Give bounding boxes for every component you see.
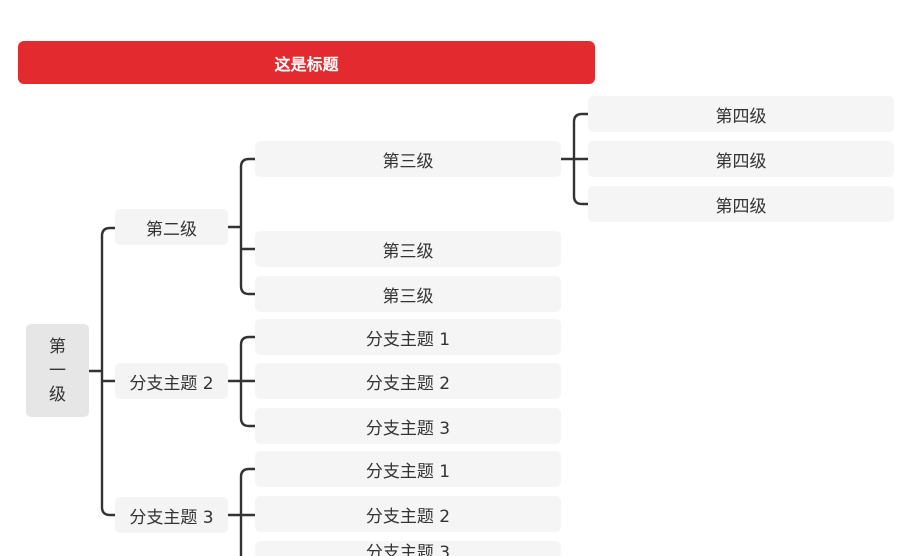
level2-node-2[interactable]: 分支主题 2	[115, 363, 228, 399]
level3-node-2-3[interactable]: 分支主题 3	[255, 408, 561, 444]
node-label: 第三级	[382, 286, 434, 307]
connector-group3	[226, 467, 257, 556]
level3-node-1-1[interactable]: 第三级	[255, 141, 561, 177]
node-label: 分支主题 3	[365, 543, 451, 556]
title-text: 这是标题	[274, 54, 339, 74]
title-bar[interactable]: 这是标题	[18, 41, 595, 84]
level4-node-1[interactable]: 第四级	[588, 96, 894, 132]
level3-node-3-1[interactable]: 分支主题 1	[255, 451, 561, 487]
root-char-3: 级	[49, 384, 66, 405]
node-label: 第四级	[715, 151, 767, 172]
node-label: 分支主题 1	[365, 329, 451, 350]
level4-node-2[interactable]: 第四级	[588, 141, 894, 177]
level2-node-1[interactable]: 第二级	[115, 209, 228, 245]
connector-group2	[226, 335, 257, 428]
node-label: 分支主题 3	[129, 507, 214, 528]
connector-level4	[559, 112, 590, 206]
node-label: 第二级	[146, 219, 197, 240]
node-label: 分支主题 2	[365, 373, 451, 394]
level3-node-2-2[interactable]: 分支主题 2	[255, 363, 561, 399]
level2-node-3[interactable]: 分支主题 3	[115, 497, 228, 533]
level3-node-3-2[interactable]: 分支主题 2	[255, 496, 561, 532]
node-label: 第四级	[715, 106, 767, 127]
root-node[interactable]: 第 一 级	[26, 324, 89, 417]
level3-node-1-2[interactable]: 第三级	[255, 231, 561, 267]
level3-node-3-3[interactable]: 分支主题 3	[255, 541, 561, 556]
node-label: 分支主题 2	[129, 373, 214, 394]
level3-node-2-1[interactable]: 分支主题 1	[255, 319, 561, 355]
node-label: 分支主题 1	[365, 461, 451, 482]
level4-node-3[interactable]: 第四级	[588, 186, 894, 222]
node-label: 第三级	[382, 241, 434, 262]
connector-group1	[226, 157, 257, 296]
root-char-1: 第	[49, 336, 66, 357]
level3-node-1-3[interactable]: 第三级	[255, 276, 561, 312]
node-label: 分支主题 3	[365, 418, 451, 439]
node-label: 第四级	[715, 196, 767, 217]
root-char-2: 一	[49, 360, 66, 381]
connector-root	[87, 226, 117, 517]
node-label: 分支主题 2	[365, 506, 451, 527]
node-label: 第三级	[382, 151, 434, 172]
